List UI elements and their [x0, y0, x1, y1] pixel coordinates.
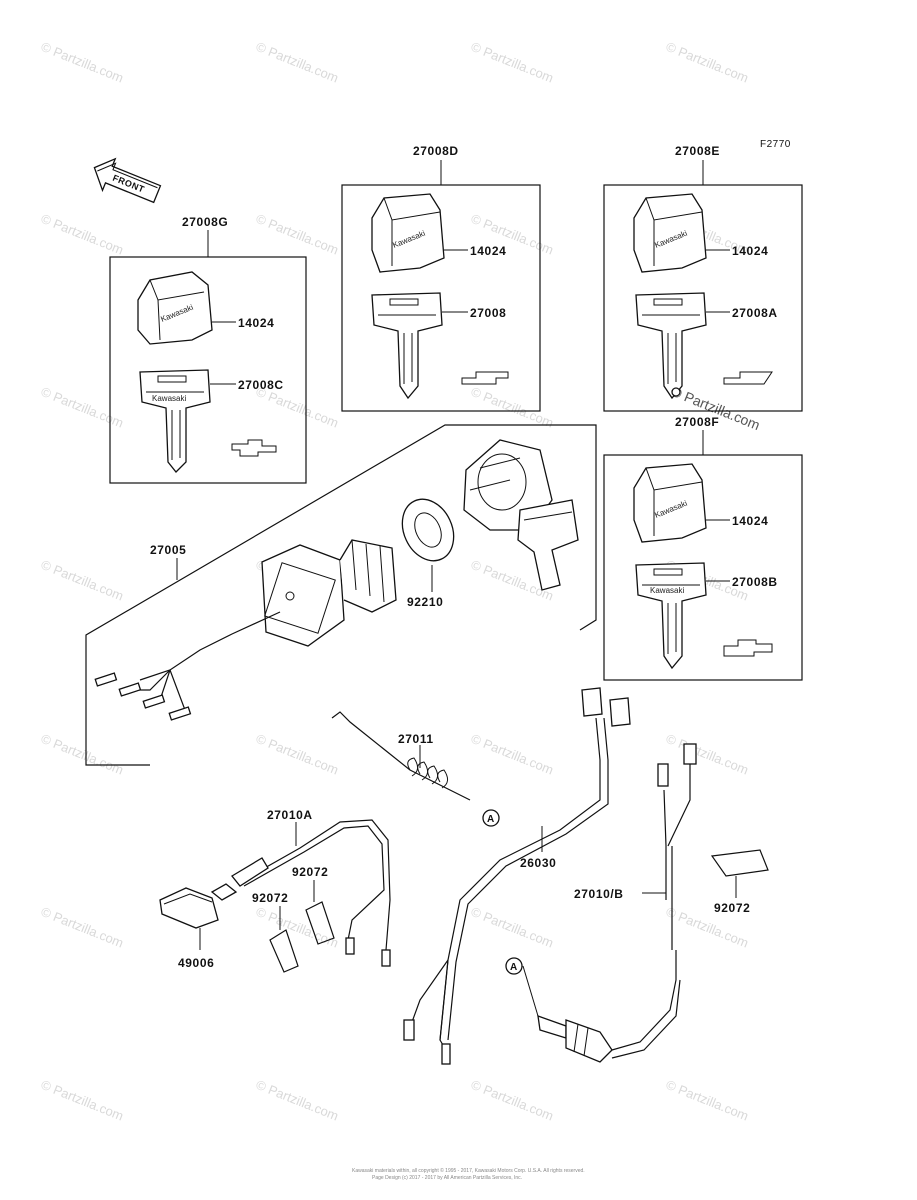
watermark: © Partzilla.com: [664, 39, 751, 86]
switch-body: [261, 539, 397, 647]
connector: [403, 1019, 415, 1041]
key-head-cover: Kawasaki: [633, 463, 707, 543]
clamp-92072-c: [710, 849, 769, 898]
callout-27008f: 27008F: [675, 415, 719, 429]
lead-wire-27010b: A: [505, 743, 697, 1063]
key-set-27008g: Kawasaki Kawasaki: [109, 230, 307, 484]
callout-14024: 14024: [238, 316, 274, 330]
callout-27008g: 27008G: [182, 215, 228, 229]
front-arrow-icon: FRONT: [93, 157, 162, 204]
callout-27008a: 27008A: [732, 306, 778, 320]
callout-92072: 92072: [292, 865, 328, 879]
callout-14024: 14024: [470, 244, 506, 258]
connector: [581, 687, 603, 717]
spring-27011: A: [331, 711, 500, 827]
callout-49006: 49006: [178, 956, 214, 970]
watermark: © Partzilla.com: [664, 1077, 751, 1124]
callout-27008d: 27008D: [413, 144, 459, 158]
assembly-outline: [85, 424, 597, 766]
callout-27011: 27011: [398, 732, 434, 746]
key-head-cover: Kawasaki: [633, 193, 707, 273]
key-set-27008d: Kawasaki: [341, 160, 541, 412]
harness-26030: [403, 687, 631, 1065]
callout-27008b: 27008B: [732, 575, 778, 589]
terminal: [168, 706, 192, 721]
connector: [441, 1043, 451, 1065]
key-blank: [635, 292, 707, 400]
footer-copyright: Kawasaki materials within, all copyright…: [352, 1167, 585, 1174]
watermark: © Partzilla.com: [469, 39, 556, 86]
key-code-mark: [231, 439, 277, 457]
inserted-key: [517, 499, 579, 591]
callout-26030: 26030: [520, 856, 556, 870]
ref-marker: A: [510, 962, 518, 973]
terminal: [94, 672, 118, 687]
watermark: © Partzilla.com: [469, 731, 556, 778]
watermark: © Partzilla.com: [254, 904, 341, 951]
watermark: © Partzilla.com: [469, 1077, 556, 1124]
watermark: © Partzilla.com: [39, 211, 126, 258]
watermark: © Partzilla.com: [39, 731, 126, 778]
watermark: © Partzilla.com: [39, 904, 126, 951]
callout-27010b: 27010/B: [574, 887, 624, 901]
lock-nut-92210: [401, 498, 455, 562]
connector: [381, 949, 391, 967]
key-head-cover: Kawasaki: [371, 193, 445, 273]
key-code-mark: [723, 639, 773, 657]
key-set-27008e: Kawasaki: [603, 160, 803, 412]
watermark: © Partzilla.com: [254, 211, 341, 258]
key-blank: [371, 292, 443, 400]
callout-14024: 14024: [732, 244, 768, 258]
lead-wire-27010a: [231, 819, 391, 967]
key-set-27008f: Kawasaki Kawasaki: [603, 430, 803, 681]
watermark: © Partzilla.com: [254, 39, 341, 86]
watermark: © Partzilla.com: [39, 384, 126, 431]
watermark: © Partzilla.com: [39, 39, 126, 86]
connector: [609, 697, 631, 727]
callout-27008: 27008: [470, 306, 506, 320]
callout-27008c: 27008C: [238, 378, 284, 392]
watermark: © Partzilla.com: [469, 384, 556, 431]
terminal: [142, 694, 166, 709]
key-code-mark: [461, 371, 509, 385]
ref-marker: A: [487, 814, 495, 825]
cap-49006: [159, 883, 238, 950]
callout-27005: 27005: [150, 543, 186, 557]
callout-92072: 92072: [714, 901, 750, 915]
ignition-switch-27005: [85, 424, 597, 766]
terminal: [118, 682, 142, 697]
brand-label: Kawasaki: [650, 586, 684, 595]
connector: [657, 763, 669, 787]
socket-plug: [537, 1015, 613, 1063]
key-code-mark: [723, 371, 773, 385]
clamp-92072-a: [269, 906, 299, 973]
callout-92210: 92210: [407, 595, 443, 609]
switch-harness: [139, 611, 281, 681]
connector: [345, 937, 355, 955]
watermark: © Partzilla.com: [664, 731, 751, 778]
connector: [683, 743, 697, 765]
watermark: © Partzilla.com: [469, 904, 556, 951]
watermark: © Partzilla.com: [254, 1077, 341, 1124]
callout-27008e: 27008E: [675, 144, 720, 158]
watermark: © Partzilla.com: [39, 1077, 126, 1124]
key-head-cover: Kawasaki: [137, 271, 213, 345]
watermark: © Partzilla.com: [39, 557, 126, 604]
callout-14024: 14024: [732, 514, 768, 528]
key-blank: Kawasaki: [139, 369, 211, 473]
watermark: © Partzilla.com: [254, 731, 341, 778]
figure-code: F2770: [760, 139, 791, 150]
callout-92072: 92072: [252, 891, 288, 905]
callout-27010a: 27010A: [267, 808, 313, 822]
key-blank: Kawasaki: [635, 562, 707, 670]
callout-labels: 27008G 27008D 27008E 27008F 14024 27008C…: [150, 144, 778, 970]
footer-page-design: Page Design (c) 2017 - 2017 by All Ameri…: [372, 1175, 522, 1181]
clamp-92072-b: [305, 880, 335, 945]
brand-label: Kawasaki: [152, 394, 186, 403]
